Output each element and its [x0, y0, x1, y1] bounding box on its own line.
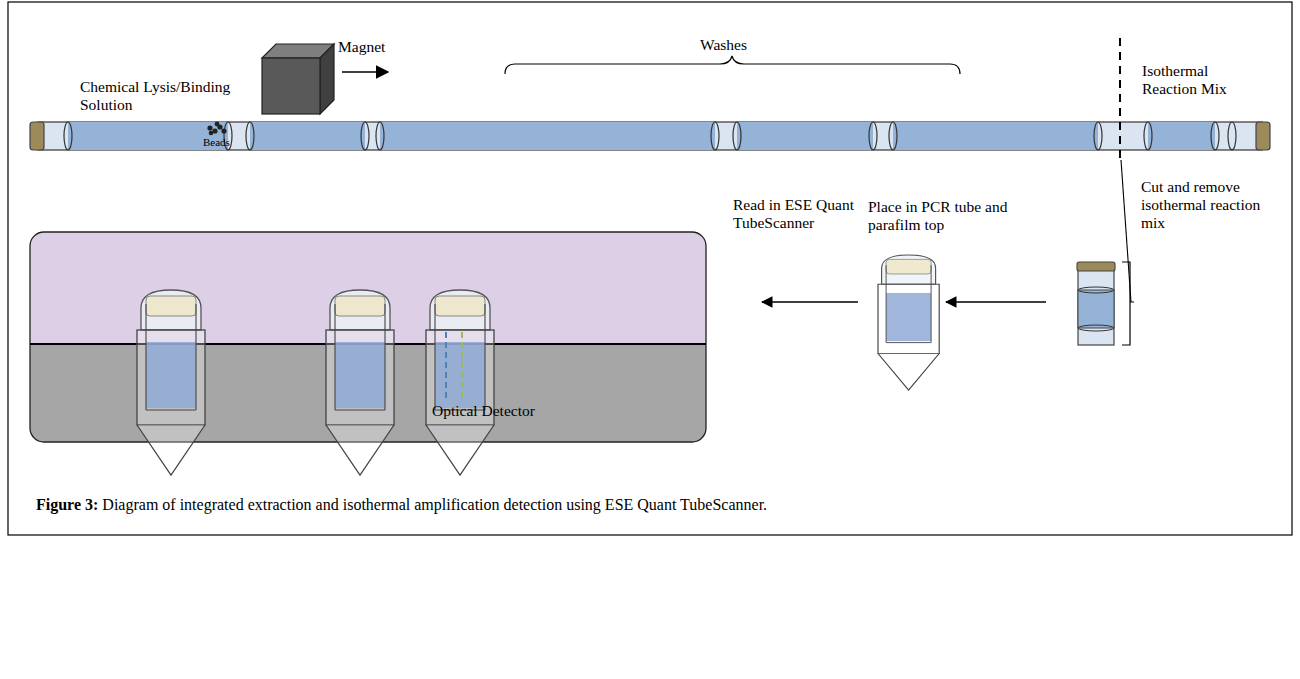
solution-label: Isothermal Reaction Mix [1142, 62, 1254, 98]
magnetic-beads [207, 122, 226, 136]
bracket [1122, 262, 1134, 345]
solution-label: Chemical Lysis/Binding Solution [80, 78, 250, 114]
washes-brace [505, 56, 960, 74]
figure-frame [8, 2, 1292, 535]
move-arrow [342, 71, 388, 73]
component-label: Optical Detector [432, 402, 535, 420]
part-label: Magnet [338, 38, 408, 56]
cut-tube-piece [1077, 262, 1115, 345]
step-label: Cut and remove isothermal reaction mix [1141, 178, 1271, 231]
group-label: Washes [700, 36, 780, 54]
step-arrow [946, 301, 1046, 302]
step-label: Read in ESE Quant TubeScanner [733, 196, 861, 232]
cut-line [1119, 38, 1121, 158]
light-path [445, 332, 447, 398]
pcr-tube [878, 255, 939, 390]
figure-caption: Figure 3: Diagram of integrated extracti… [36, 496, 1276, 514]
scanner-housing: Optical Detector [30, 232, 706, 442]
pcr-tube [426, 290, 494, 475]
light-path [461, 332, 463, 398]
part-label: Beads [203, 136, 243, 149]
pcr-tube [326, 290, 394, 475]
extraction-tube [30, 122, 1270, 150]
pcr-tube [137, 290, 205, 475]
step-label: Place in PCR tube and parafilm top [868, 198, 1033, 234]
magnet-cube [262, 44, 334, 114]
step-arrow [762, 301, 858, 302]
